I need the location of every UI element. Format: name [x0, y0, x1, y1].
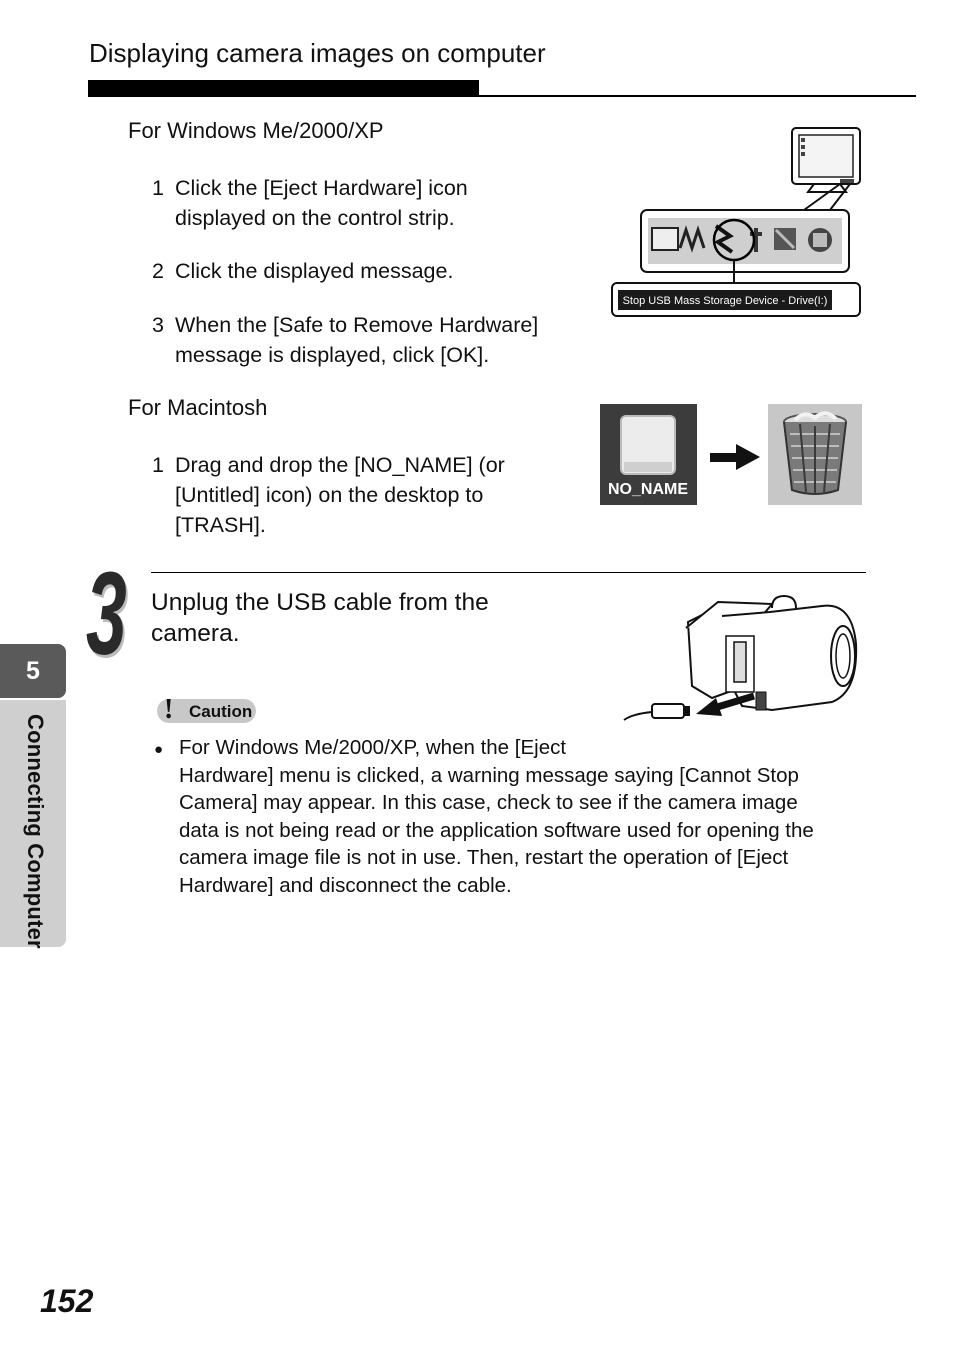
step-line: message is displayed, click [OK]. — [175, 343, 490, 367]
drive-icon — [600, 404, 697, 505]
arrow-right-icon — [710, 444, 760, 470]
mac-drag-illustration: NO_NAME — [600, 404, 862, 505]
warning-icon: ! — [164, 694, 174, 725]
windows-step-1: 1 Click the [Eject Hardware] icon displa… — [152, 173, 592, 233]
caution-line: Camera] may appear. In this case, check … — [179, 791, 798, 814]
mac-step-1: 1 Drag and drop the [NO_NAME] (or [Untit… — [152, 450, 572, 540]
header-rule-thick — [88, 80, 479, 97]
step-line: [TRASH]. — [175, 513, 266, 537]
step-line: [Untitled] icon) on the desktop to — [175, 483, 484, 507]
step-line: Drag and drop the [NO_NAME] (or — [175, 453, 505, 477]
caution-line: camera image file is not in use. Then, r… — [179, 846, 789, 869]
step-3-number: 3 — [86, 548, 127, 680]
arrow-left-icon — [696, 692, 756, 716]
chapter-side-tab: Connecting Computer — [0, 700, 66, 949]
windows-heading: For Windows Me/2000/XP — [128, 118, 384, 143]
step3-line: Unplug the USB cable from the — [151, 589, 489, 616]
caution-line: data is not being read or the applicatio… — [179, 818, 814, 842]
step3-line: camera. — [151, 620, 240, 647]
step-number: 1 — [152, 176, 164, 200]
caution-line: Hardware] and disconnect the cable. — [179, 873, 512, 897]
popup-message: Stop USB Mass Storage Device - Drive(I:) — [623, 295, 828, 307]
caution-badge: ! Caution — [157, 694, 256, 725]
step3-instruction: Unplug the USB cable from the camera. — [151, 587, 591, 649]
step-line: When the [Safe to Remove Hardware] — [175, 313, 539, 337]
chapter-number-tab: 5 — [0, 644, 66, 698]
section-title: Displaying camera images on computer — [89, 38, 546, 68]
caution-label: Caution — [189, 702, 253, 721]
step-number: 1 — [152, 453, 164, 477]
mac-heading: For Macintosh — [128, 395, 268, 420]
chapter-label: Connecting Computer — [23, 714, 48, 949]
caution-line: Hardware] menu is clicked, a warning mes… — [179, 763, 799, 787]
trash-icon — [768, 404, 862, 505]
header-rule-thin — [479, 95, 916, 97]
drive-label: NO_NAME — [608, 481, 688, 498]
taskbar-strip — [640, 209, 850, 273]
windows-step-3: 3 When the [Safe to Remove Hardware] mes… — [152, 310, 592, 370]
monitor-icon — [791, 127, 861, 193]
caution-line: For Windows Me/2000/XP, when the [Eject — [179, 736, 567, 759]
step3-divider — [151, 572, 866, 573]
windows-step-2: 2 Click the displayed message. — [152, 256, 592, 286]
step-number: 3 — [152, 313, 164, 337]
usb-cable-icon — [623, 703, 690, 721]
step-line: displayed on the control strip. — [175, 206, 455, 230]
windows-eject-illustration: Stop USB Mass Storage Device - Drive(I:) — [611, 127, 861, 317]
step-number: 2 — [152, 259, 164, 283]
step-line: Click the displayed message. — [175, 259, 454, 283]
caution-text: For Windows Me/2000/XP, when the [Eject … — [179, 734, 869, 899]
camera-icon — [685, 594, 858, 712]
bullet-dot-icon: ● — [154, 741, 164, 758]
camera-unplug-illustration — [623, 594, 858, 721]
stop-usb-popup — [611, 282, 861, 317]
step-line: Click the [Eject Hardware] icon — [175, 176, 468, 200]
page-number: 152 — [40, 1283, 94, 1319]
